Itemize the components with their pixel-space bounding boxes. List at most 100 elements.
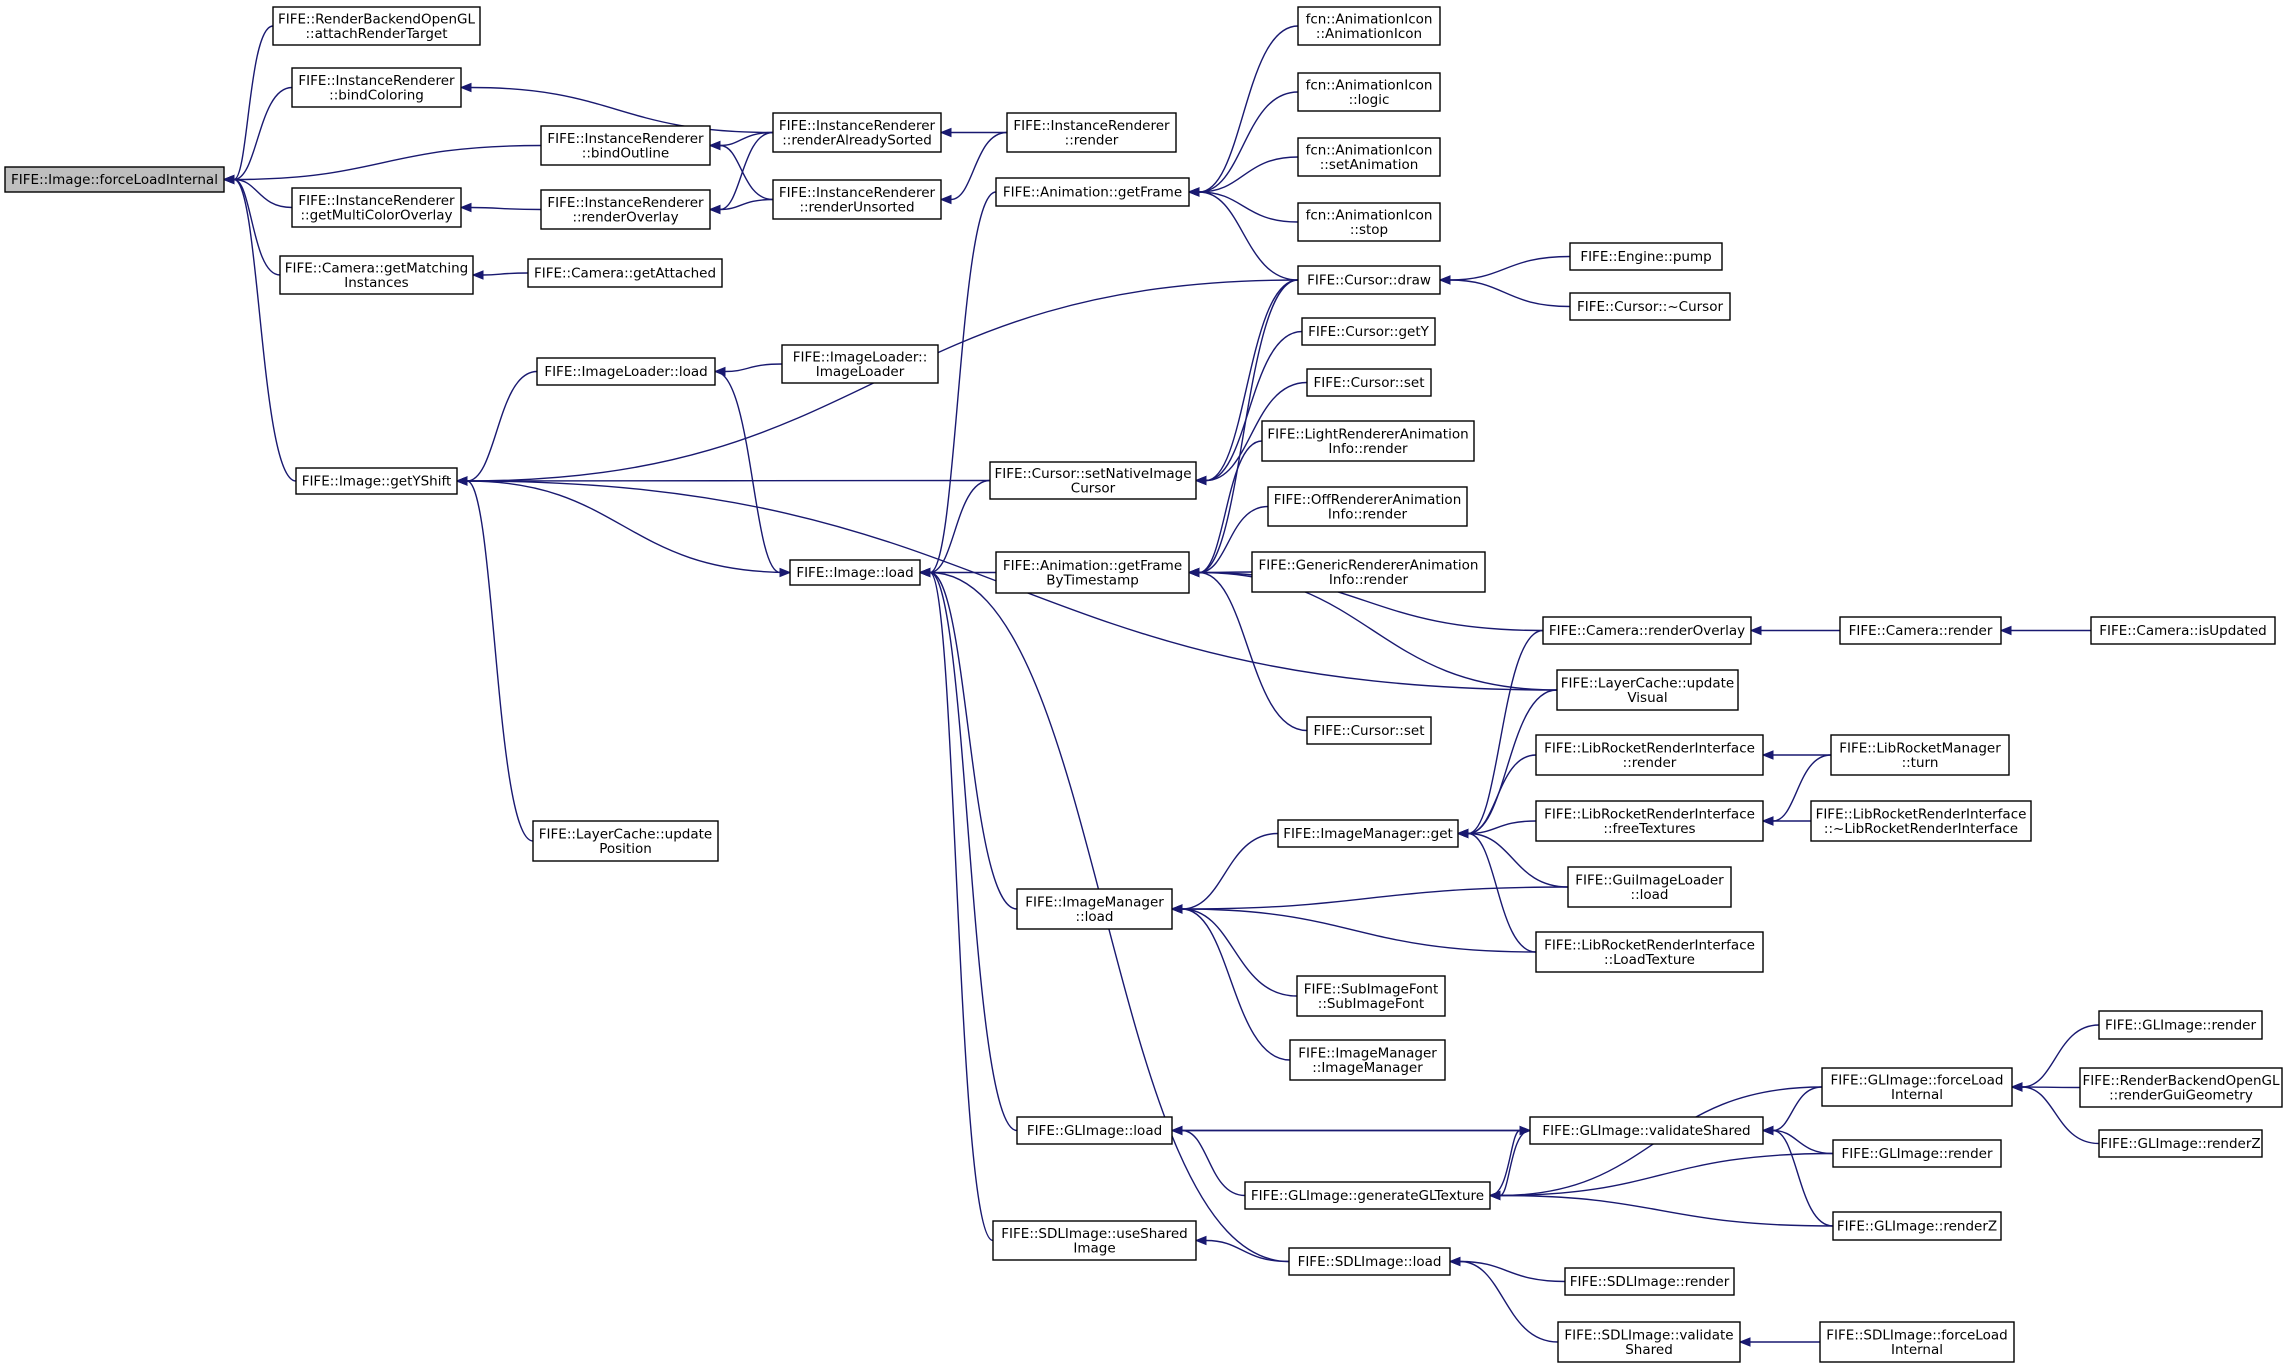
node-label: ::LoadTexture <box>1604 952 1695 968</box>
call-edge-img_load-imgloader_load <box>714 370 792 578</box>
call-edge-cursor_draw-cursor_dtor <box>1438 275 1571 308</box>
node-rbogl_guiGeom[interactable]: FIFE::RenderBackendOpenGL::renderGuiGeom… <box>2079 1067 2283 1108</box>
node-label: ::renderAlreadySorted <box>782 132 932 148</box>
node-sdl_validate[interactable]: FIFE::SDLImage::validateShared <box>1557 1321 1741 1363</box>
call-edge-gl_validate-gl_renderZ <box>1761 1125 1834 1227</box>
node-ir_bindColoring[interactable]: FIFE::InstanceRenderer::bindColoring <box>291 67 462 108</box>
node-generic_render[interactable]: FIFE::GenericRendererAnimationInfo::rend… <box>1251 551 1486 593</box>
node-label: FIFE::GenericRendererAnimation <box>1259 557 1479 573</box>
node-label: FIFE::SubImageFont <box>1304 981 1439 997</box>
node-fcn_stop[interactable]: fcn::AnimationIcon::stop <box>1297 202 1441 242</box>
node-cam_isUpdated[interactable]: FIFE::Camera::isUpdated <box>2090 616 2276 645</box>
node-label: fcn::AnimationIcon <box>1306 77 1433 93</box>
node-gl_render[interactable]: FIFE::GLImage::render <box>1832 1139 2002 1168</box>
node-ir_renderUnsorted[interactable]: FIFE::InstanceRenderer::renderUnsorted <box>772 179 942 220</box>
node-rbogl_attach[interactable]: FIFE::RenderBackendOpenGL::attachRenderT… <box>272 6 481 46</box>
node-subimgfont[interactable]: FIFE::SubImageFont::SubImageFont <box>1296 975 1446 1017</box>
node-gl_load[interactable]: FIFE::GLImage::load <box>1016 1116 1173 1145</box>
node-label: FIFE::RenderBackendOpenGL <box>2083 1073 2280 1089</box>
node-imgmgr_load[interactable]: FIFE::ImageManager::load <box>1016 888 1173 930</box>
node-fcn_logic[interactable]: fcn::AnimationIcon::logic <box>1297 72 1441 112</box>
node-ir_render[interactable]: FIFE::InstanceRenderer::render <box>1006 112 1177 153</box>
node-label: FIFE::Camera::getAttached <box>534 266 716 282</box>
node-cam_render[interactable]: FIFE::Camera::render <box>1839 616 2002 645</box>
graph-nodes: FIFE::Image::forceLoadInternalFIFE::Rend… <box>4 6 2283 1363</box>
node-librm_turn[interactable]: FIFE::LibRocketManager::turn <box>1830 734 2010 776</box>
node-librri_dtor[interactable]: FIFE::LibRocketRenderInterface::~LibRock… <box>1810 800 2032 842</box>
node-gl_renderZ_right[interactable]: FIFE::GLImage::renderZ <box>2098 1129 2263 1158</box>
node-imgloader_ctor[interactable]: FIFE::ImageLoader::ImageLoader <box>781 344 939 384</box>
node-label: ::render <box>1065 132 1119 148</box>
node-guiimgloader[interactable]: FIFE::GuiImageLoader::load <box>1567 866 1732 908</box>
node-label: FIFE::ImageManager <box>1025 894 1164 910</box>
node-label: FIFE::LibRocketManager <box>1839 740 2001 756</box>
node-ir_bindOutline[interactable]: FIFE::InstanceRenderer::bindOutline <box>540 125 711 166</box>
node-cursor_set2[interactable]: FIFE::Cursor::set <box>1306 716 1432 745</box>
node-label: ::setAnimation <box>1320 157 1419 173</box>
call-edge-imgmgr_get-librri_render <box>1456 754 1537 839</box>
node-sdl_forceLoad[interactable]: FIFE::SDLImage::forceLoadInternal <box>1819 1321 2015 1363</box>
node-label: fcn::AnimationIcon <box>1306 207 1433 223</box>
node-librri_render[interactable]: FIFE::LibRocketRenderInterface::render <box>1535 734 1764 776</box>
node-cam_renderOverlay[interactable]: FIFE::Camera::renderOverlay <box>1542 616 1752 645</box>
node-gl_forceLoad[interactable]: FIFE::GLImage::forceLoadInternal <box>1821 1067 2013 1107</box>
node-label: FIFE::GLImage::forceLoad <box>1831 1072 2004 1088</box>
node-label: FIFE::SDLImage::load <box>1298 1254 1442 1270</box>
node-label: fcn::AnimationIcon <box>1306 142 1433 158</box>
node-cursor_getY[interactable]: FIFE::Cursor::getY <box>1301 317 1436 346</box>
call-edge-root-ir_bindColoring <box>222 86 293 185</box>
node-sdl_load[interactable]: FIFE::SDLImage::load <box>1288 1247 1451 1276</box>
node-gl_validate[interactable]: FIFE::GLImage::validateShared <box>1529 1116 1764 1145</box>
node-label: FIFE::InstanceRenderer <box>298 73 455 89</box>
node-label: FIFE::Cursor::set <box>1313 723 1424 739</box>
node-root[interactable]: FIFE::Image::forceLoadInternal <box>4 166 225 193</box>
node-img_getYShift[interactable]: FIFE::Image::getYShift <box>295 467 458 495</box>
node-label: FIFE::GLImage::load <box>1027 1123 1162 1139</box>
node-label: FIFE::RenderBackendOpenGL <box>278 11 475 27</box>
call-edge-ir_getMulti-ir_renderOverlay <box>459 202 542 213</box>
node-ir_renderOverlay[interactable]: FIFE::InstanceRenderer::renderOverlay <box>540 189 711 230</box>
node-gl_renderZ[interactable]: FIFE::GLImage::renderZ <box>1832 1211 2002 1241</box>
node-librri_free[interactable]: FIFE::LibRocketRenderInterface::freeText… <box>1535 800 1764 842</box>
node-cam_getAttached[interactable]: FIFE::Camera::getAttached <box>527 258 723 288</box>
node-label: FIFE::GuiImageLoader <box>1575 872 1724 888</box>
node-label: FIFE::SDLImage::useShared <box>1001 1226 1187 1242</box>
node-sdl_render[interactable]: FIFE::SDLImage::render <box>1564 1267 1735 1296</box>
call-edge-cam_render-cam_isUpdated <box>1999 625 2091 636</box>
node-cursor_set1[interactable]: FIFE::Cursor::set <box>1306 368 1432 397</box>
node-fcn_setAnim[interactable]: fcn::AnimationIcon::setAnimation <box>1297 137 1441 177</box>
node-anim_getFrame[interactable]: FIFE::Animation::getFrame <box>995 177 1190 207</box>
node-fcn_ctor[interactable]: fcn::AnimationIcon::AnimationIcon <box>1297 6 1441 46</box>
node-label: FIFE::InstanceRenderer <box>547 195 704 211</box>
call-edge-anim_getFrame-cursor_draw <box>1187 187 1299 281</box>
call-edge-sdl_load-sdl_validate <box>1448 1256 1559 1343</box>
call-edge-img_getYShift-lc_updatePos <box>455 476 534 842</box>
node-gl_render_top[interactable]: FIFE::GLImage::render <box>2098 1010 2263 1040</box>
node-cursor_draw[interactable]: FIFE::Cursor::draw <box>1297 265 1441 295</box>
node-gl_genTex[interactable]: FIFE::GLImage::generateGLTexture <box>1244 1181 1491 1210</box>
call-edge-root-img_getYShift <box>222 174 297 482</box>
node-label: FIFE::ImageLoader:: <box>793 349 928 365</box>
node-imgmgr_ctor[interactable]: FIFE::ImageManager::ImageManager <box>1289 1039 1446 1081</box>
node-librri_loadtex[interactable]: FIFE::LibRocketRenderInterface::LoadText… <box>1535 931 1764 973</box>
node-ir_renderAlready[interactable]: FIFE::InstanceRenderer::renderAlreadySor… <box>772 112 942 153</box>
node-cursor_dtor[interactable]: FIFE::Cursor::~Cursor <box>1569 292 1731 321</box>
node-label: ::SubImageFont <box>1318 996 1424 1012</box>
node-img_load[interactable]: FIFE::Image::load <box>789 559 921 586</box>
node-imgmgr_get[interactable]: FIFE::ImageManager::get <box>1277 819 1459 848</box>
node-label: ::logic <box>1349 92 1390 108</box>
node-imgloader_load[interactable]: FIFE::ImageLoader::load <box>536 357 716 386</box>
node-label: FIFE::SDLImage::validate <box>1564 1327 1733 1343</box>
node-ir_getMulti[interactable]: FIFE::InstanceRenderer::getMultiColorOve… <box>291 187 462 228</box>
node-label: FIFE::ImageLoader::load <box>544 364 707 380</box>
node-engine_pump[interactable]: FIFE::Engine::pump <box>1569 242 1723 271</box>
